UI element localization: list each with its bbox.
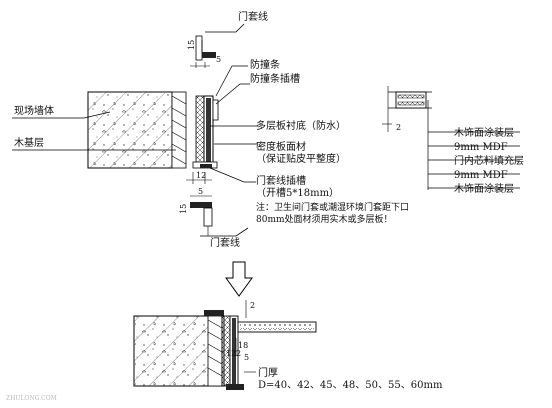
dimension-5-top: 5 (216, 55, 221, 64)
dimension-12-bottom: 12 (226, 349, 236, 358)
dimension-5-mid: 5 (198, 187, 203, 196)
frame-slot-note: （开槽5*18mm） (256, 186, 339, 199)
bumper-strip-label: 防撞条 (250, 58, 280, 71)
door-leaf (237, 321, 317, 333)
dimension-2-right: 2 (396, 123, 401, 132)
watermark: ZHULONG.COM (6, 395, 57, 402)
frame-line-label-bottom: 门套线 (210, 236, 240, 249)
base-label: 木基层 (14, 136, 44, 149)
door-thickness-values: D=40、42、45、48、50、55、60mm (258, 380, 443, 391)
assembled-section: 2 18 12 2 5 门厚 D=40、42、45、48、50、55、60mm (133, 300, 443, 391)
dimension-5-b: 5 (244, 353, 249, 362)
layer-4-label: 9mm MDF (454, 170, 508, 181)
dimension-2-bottom: 2 (250, 301, 255, 310)
dimension-15-top: 15 (187, 40, 196, 50)
plywood-label: 多层板衬底（防水） (256, 119, 346, 132)
door-thickness-label: 门厚 (258, 366, 278, 379)
door-layer-section: 2 木饰面涂装层 9mm MDF 门内芯料填充层 9mm MDF 木饰面涂装层 (382, 86, 524, 195)
dimension-12: 12 (196, 171, 206, 180)
main-section: 现场墙体 木基层 12 5 (12, 91, 219, 197)
bumper-slot-label: 防撞条插槽 (250, 72, 300, 85)
note-line-1: 注：卫生间门套或潮湿环境门套距下口 (256, 201, 409, 213)
frame-slot-label: 门套线插槽 (256, 174, 306, 187)
top-frame-line-profile: 门套线 15 5 (187, 10, 268, 68)
layer-1-label: 木饰面涂装层 (454, 126, 514, 139)
frame-line-label-top: 门套线 (238, 10, 268, 23)
bottom-frame-line-profile: 15 门套线 (179, 202, 249, 249)
layer-3-label: 门内芯料填充层 (454, 154, 524, 167)
plywood-board (195, 95, 205, 165)
dimension-15-bottom: 15 (179, 204, 188, 214)
wall-label: 现场墙体 (14, 104, 54, 117)
wood-base-layer (171, 91, 187, 169)
dimension-18: 18 (238, 341, 248, 350)
down-arrow (225, 261, 253, 297)
main-section-callouts: 防撞条 防撞条插槽 多层板衬底（防水） 密度板面材 （保证贴皮平整度） 门套线插… (209, 58, 409, 225)
density-board-note: （保证贴皮平整度） (256, 152, 346, 165)
density-board-label: 密度板面材 (256, 140, 306, 153)
layer-2-label: 9mm MDF (454, 142, 508, 153)
note-line-2: 80mm处面材须用实木或多层板！ (256, 213, 393, 225)
dimension-2-b: 2 (236, 349, 241, 358)
layer-5-label: 木饰面涂装层 (454, 182, 514, 195)
